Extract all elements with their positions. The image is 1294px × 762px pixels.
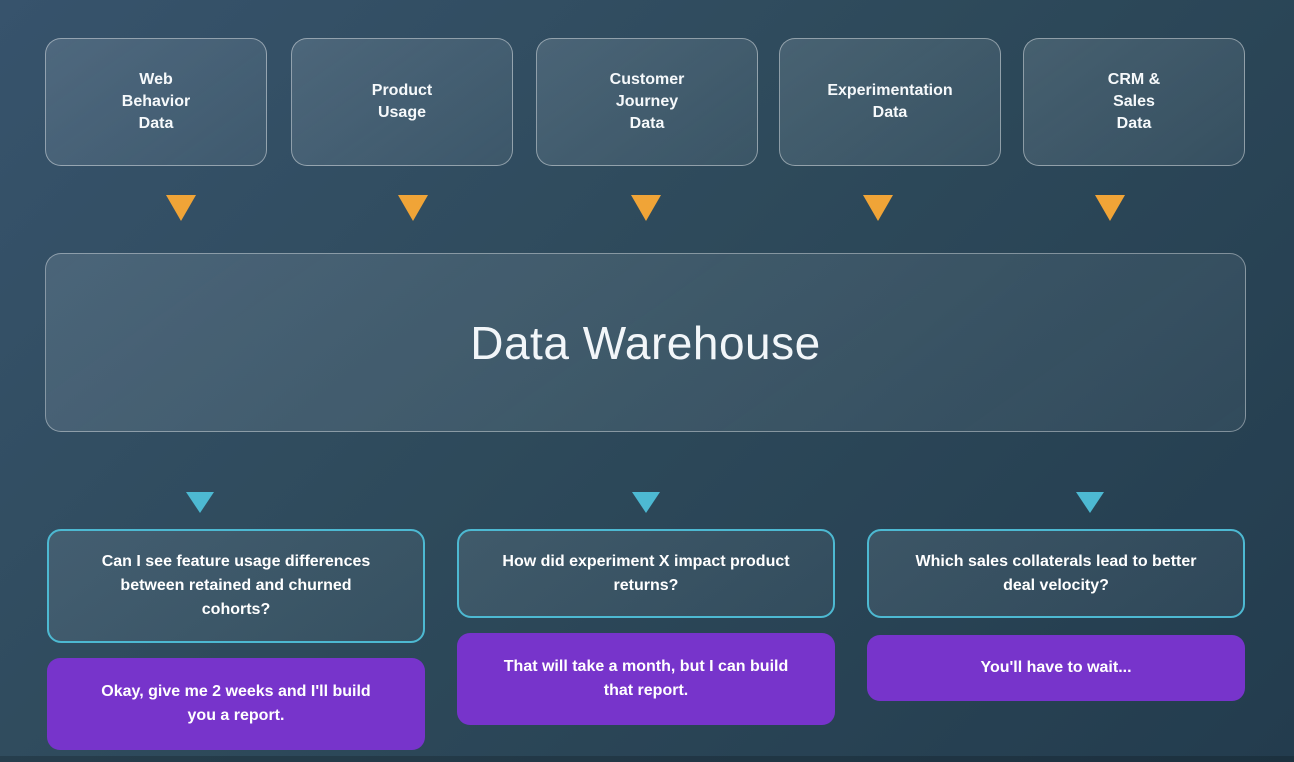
arrow-down-icon: [1095, 195, 1125, 221]
source-label: Customer Journey Data: [609, 71, 685, 132]
source-label: Experimentation Data: [827, 82, 953, 121]
source-label: CRM & Sales Data: [1107, 71, 1161, 132]
arrow-down-icon: [166, 195, 196, 221]
arrow-down-icon: [186, 492, 214, 513]
data-warehouse-title: Data Warehouse: [470, 316, 821, 369]
source-label: Web Behavior Data: [121, 71, 191, 132]
source-box-crm-sales-data: CRM & Sales Data: [1023, 38, 1245, 166]
arrow-down-icon: [863, 195, 893, 221]
source-box-web-behavior-data: Web Behavior Data: [45, 38, 267, 166]
data-warehouse-box: Data Warehouse: [45, 253, 1246, 432]
arrow-down-icon: [398, 195, 428, 221]
answer-text: Okay, give me 2 weeks and I'll build you…: [101, 683, 371, 724]
arrow-down-icon: [1076, 492, 1104, 513]
arrow-down-icon: [632, 492, 660, 513]
source-box-product-usage: Product Usage: [291, 38, 513, 166]
source-box-experimentation-data: Experimentation Data: [779, 38, 1001, 166]
bottom-edge-strip: [0, 756, 1294, 762]
question-text: Which sales collaterals lead to better d…: [915, 552, 1197, 594]
source-label: Product Usage: [371, 82, 433, 121]
arrow-down-icon: [631, 195, 661, 221]
question-box-experiment-impact: How did experiment X impact product retu…: [457, 529, 835, 618]
question-box-sales-collaterals: Which sales collaterals lead to better d…: [867, 529, 1245, 618]
source-box-customer-journey-data: Customer Journey Data: [536, 38, 758, 166]
answer-text: That will take a month, but I can build …: [503, 658, 789, 699]
answer-box-one-month: That will take a month, but I can build …: [457, 633, 835, 725]
question-text: How did experiment X impact product retu…: [502, 552, 790, 594]
answer-text: You'll have to wait...: [980, 659, 1132, 676]
answer-box-wait: You'll have to wait...: [867, 635, 1245, 701]
question-box-feature-usage: Can I see feature usage differences betw…: [47, 529, 425, 643]
answer-box-two-weeks: Okay, give me 2 weeks and I'll build you…: [47, 658, 425, 750]
question-text: Can I see feature usage differences betw…: [101, 553, 371, 618]
